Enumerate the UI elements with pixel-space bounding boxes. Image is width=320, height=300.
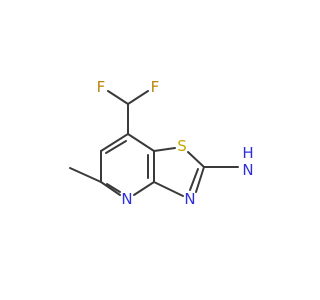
bond-c7a-c7 xyxy=(127,133,155,152)
bond-chf2-f-left xyxy=(107,90,129,105)
bond-c5-methyl xyxy=(69,167,102,183)
bond-chf2-f-right xyxy=(127,90,149,105)
bond-c2-n3 xyxy=(195,166,205,193)
atom-n-pyridine: N xyxy=(121,190,132,208)
molecule-structure-diagram: F F S N N H N xyxy=(69,78,254,208)
bond-c7-c6 xyxy=(100,133,129,152)
atom-s: S xyxy=(177,137,187,155)
atom-n-thiazole: N xyxy=(184,190,195,208)
bond-c5-n4-double xyxy=(106,183,121,193)
bond-layer xyxy=(69,90,239,197)
bond-s-c2 xyxy=(187,151,205,168)
atom-n-amine: N xyxy=(242,161,253,179)
bond-c2-n3-double xyxy=(189,168,199,191)
bond-c5-n4 xyxy=(100,181,121,196)
atom-label-layer: F F S N N H N xyxy=(97,78,254,208)
atom-f-right: F xyxy=(151,78,160,96)
bond-c7-c6-double xyxy=(105,140,127,154)
bond-n4-c3a xyxy=(133,181,155,196)
atom-h-amine: H xyxy=(242,144,253,162)
bond-n3-c3a xyxy=(153,181,184,197)
atom-f-left: F xyxy=(97,78,106,96)
bond-c7a-s xyxy=(153,147,176,152)
